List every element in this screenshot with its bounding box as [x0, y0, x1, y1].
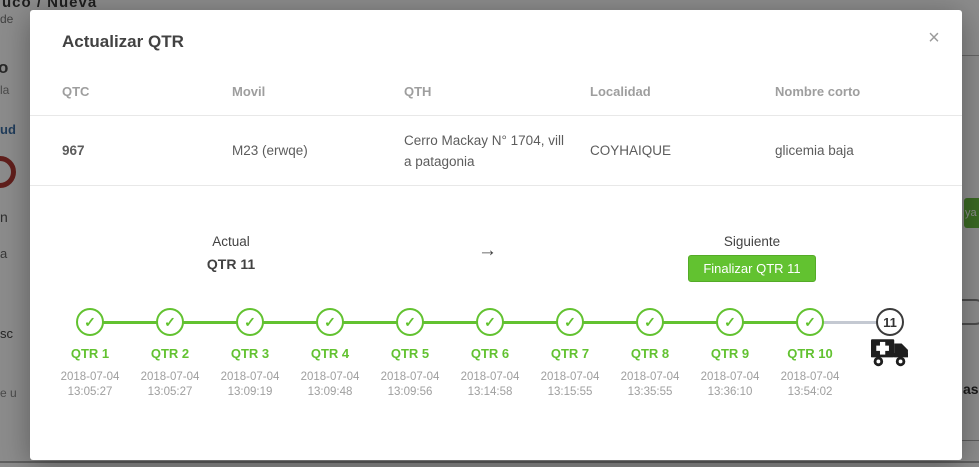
background-divider [958, 55, 979, 56]
check-icon: ✓ [644, 314, 656, 330]
table-header-row: QTC Movil QTH Localidad Nombre corto [30, 84, 962, 116]
check-circle-icon: ✓ [796, 308, 824, 336]
actualizar-qtr-modal: Actualizar QTR × QTC Movil QTH Localidad… [30, 10, 962, 460]
check-circle-icon: ✓ [156, 308, 184, 336]
cell-nombre-corto: glicemia baja [775, 143, 854, 158]
cell-localidad: COYHAIQUE [590, 143, 672, 158]
step-label: QTR 10 [787, 346, 833, 361]
step-label: QTR 1 [70, 346, 110, 361]
cell-qth: Cerro Mackay N° 1704, vill a patagonia [404, 132, 564, 169]
column-header-movil: Movil [232, 84, 266, 99]
column-header-qtc: QTC [62, 84, 90, 99]
current-qtr-label: Actual [212, 234, 250, 249]
background-text-fragment: a [0, 246, 8, 261]
check-icon: ✓ [324, 314, 336, 330]
step-label: QTR 9 [710, 346, 750, 361]
next-qtr: Siguiente Finalizar QTR 11 [672, 234, 832, 282]
check-icon: ✓ [564, 314, 576, 330]
qtr-transition: Actual QTR 11 → Siguiente Finalizar QTR … [30, 234, 962, 290]
background-text-fragment: de [0, 12, 14, 26]
check-icon: ✓ [244, 314, 256, 330]
check-circle-icon: ✓ [636, 308, 664, 336]
check-icon: ✓ [404, 314, 416, 330]
next-qtr-label: Siguiente [723, 234, 781, 249]
background-text-fragment: o [0, 58, 9, 77]
check-circle-icon: ✓ [556, 308, 584, 336]
background-text-fragment: e u [0, 386, 17, 400]
finalize-qtr-button[interactable]: Finalizar QTR 11 [688, 255, 816, 282]
ambulance-icon [850, 339, 930, 369]
cell-qtc: 967 [62, 143, 85, 158]
background-text-fragment: as [963, 381, 979, 397]
close-icon[interactable]: × [928, 27, 940, 49]
step-label: QTR 2 [150, 346, 190, 361]
timeline-step-pending: 11 [850, 308, 930, 400]
table-row: 967 M23 (erwqe) Cerro Mackay N° 1704, vi… [30, 116, 962, 186]
step-label: QTR 7 [550, 346, 590, 361]
background-link-fragment: ud [0, 122, 16, 137]
arrow-right-icon: → [478, 240, 497, 261]
check-circle-icon: ✓ [76, 308, 104, 336]
timeline-pending-line [810, 321, 890, 324]
background-red-badge-icon [0, 156, 16, 188]
cell-movil: M23 (erwqe) [232, 143, 308, 158]
step-label: QTR 3 [230, 346, 270, 361]
column-header-qth: QTH [404, 84, 432, 99]
background-text-fragment: n [0, 209, 8, 225]
step-label: QTR 4 [310, 346, 350, 361]
pending-step-number: 11 [883, 314, 897, 330]
step-label: QTR 5 [390, 346, 430, 361]
check-icon: ✓ [484, 314, 496, 330]
timeline-completed-line [90, 321, 810, 324]
check-circle-icon: ✓ [316, 308, 344, 336]
check-icon: ✓ [724, 314, 736, 330]
step-label: QTR 8 [630, 346, 670, 361]
column-header-localidad: Localidad [590, 84, 651, 99]
check-icon: ✓ [164, 314, 176, 330]
background-divider [0, 461, 979, 463]
column-header-nombre-corto: Nombre corto [775, 84, 861, 99]
background-green-button-fragment: ya [964, 198, 979, 228]
background-text-fragment: la [0, 83, 10, 97]
pending-step-circle: 11 [876, 308, 904, 336]
check-circle-icon: ✓ [476, 308, 504, 336]
check-icon: ✓ [804, 314, 816, 330]
modal-title: Actualizar QTR [62, 32, 184, 51]
check-icon: ✓ [84, 314, 96, 330]
step-label: QTR 6 [470, 346, 510, 361]
current-qtr: Actual QTR 11 [166, 234, 296, 272]
breadcrumb: uco / Nueva [2, 0, 98, 11]
check-circle-icon: ✓ [236, 308, 264, 336]
background-divider [958, 440, 979, 441]
current-qtr-value: QTR 11 [206, 256, 256, 272]
check-circle-icon: ✓ [396, 308, 424, 336]
check-circle-icon: ✓ [716, 308, 744, 336]
background-text-fragment: sc [0, 326, 13, 341]
